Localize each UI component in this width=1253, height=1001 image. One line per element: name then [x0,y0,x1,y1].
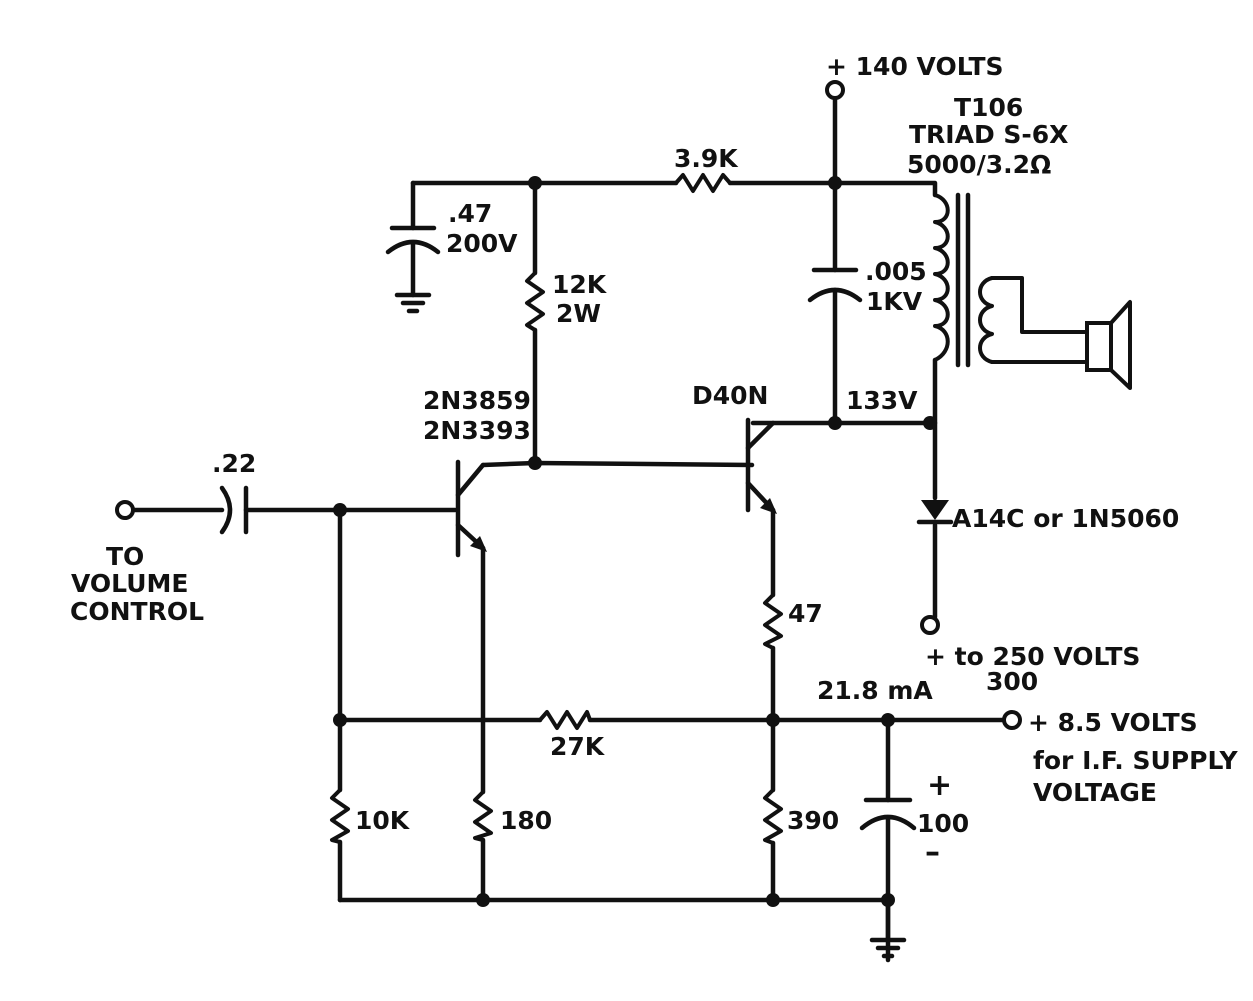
label-input-line3: CONTROL [70,597,204,626]
label-r180: 180 [500,806,552,835]
label-diode: A14C or 1N5060 [952,504,1179,533]
capacitors [219,225,917,831]
wire-top-right [727,180,938,198]
label-hv-line2: 300 [986,667,1038,696]
capacitor-022-plate-curved [219,485,233,535]
terminals [115,80,1022,730]
q1-collector-lead [455,462,486,498]
label-c022: .22 [212,449,256,478]
junctions [333,176,937,907]
label-q2: D40N [692,381,768,410]
label-if-line3: VOLTAGE [1033,778,1157,807]
resistor-12k [525,271,545,332]
label-c100-plus: + [927,768,952,803]
label-r390: 390 [787,806,839,835]
resistor-180 [473,790,493,842]
label-r-3-9k: 3.9K [674,144,739,173]
label-r12k-rating: 2W [556,299,601,328]
label-q1-line1: 2N3859 [423,386,531,415]
resistor-10k [330,788,350,844]
label-r12k-value: 12K [552,270,608,299]
label-r27k: 27K [550,732,606,761]
label-c005-rating: 1KV [866,287,923,316]
label-q1-line2: 2N3393 [423,416,531,445]
resistor-3-9k [674,173,732,193]
resistor-27k [538,710,592,730]
transformer-primary [933,193,950,362]
transistor-q1 [455,459,487,558]
ground-symbol-bottom [869,897,907,959]
grounds [394,292,907,959]
wire-q1-to-q2 [480,460,755,468]
label-collector-voltage: 133V [846,386,918,415]
diode-symbol [916,500,954,525]
terminal-hv-supply [920,615,940,635]
terminal-140v [825,80,845,100]
label-transformer-ref: T106 [954,93,1023,122]
label-c047-rating: 200V [446,229,518,258]
label-c100-value: 100 [917,809,969,838]
resistor-47 [763,593,783,650]
label-input-line2: VOLUME [71,569,188,598]
capacitor-047-plate-curved [385,239,441,255]
label-transformer-type: TRIAD S-6X [909,120,1068,149]
resistors [330,173,783,845]
label-c100-minus: – [925,835,940,870]
ground-symbol-top [394,292,432,314]
capacitor-005-plate-curved [807,287,863,303]
label-140v: + 140 VOLTS [826,52,1004,81]
label-if-line1: + 8.5 VOLTS [1028,708,1198,737]
terminal-if-supply [1002,710,1022,730]
resistor-390 [763,788,783,845]
q2-collector-lead [745,420,776,451]
label-transformer-impedance: 5000/3.2Ω [907,150,1051,179]
q1-emitter-arrow [470,536,487,552]
transformer-secondary [978,276,994,364]
label-if-line2: for I.F. SUPPLY [1033,746,1238,775]
transistor-q2 [745,417,777,514]
label-current: 21.8 mA [817,676,933,705]
terminal-input [115,500,135,520]
label-input-line1: TO [106,542,144,571]
wires [130,94,1008,963]
label-c005-value: .005 [865,257,927,286]
transformer-sec-lead-top [990,276,1089,334]
speaker-icon [1085,300,1132,390]
transformer-symbol [933,192,1089,368]
q2-emitter-arrow [760,498,777,514]
capacitor-100-plate-curved [859,814,917,831]
label-hv-line1: + to 250 VOLTS [925,642,1140,671]
label-c047-value: .47 [448,199,492,228]
label-r10k: 10K [355,806,411,835]
labels: + 140 VOLTS T106 TRIAD S-6X 5000/3.2Ω 3.… [70,52,1238,870]
label-r47: 47 [788,599,823,628]
